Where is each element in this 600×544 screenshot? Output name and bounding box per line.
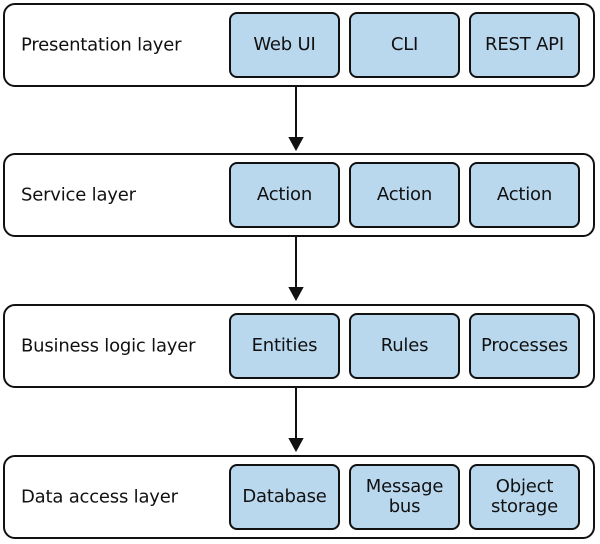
arrow-head (288, 287, 304, 302)
arrow-head (288, 438, 304, 453)
component-cli: CLI (349, 12, 460, 78)
component-entities: Entities (229, 313, 340, 379)
layer-label: Data access layer (21, 486, 178, 508)
component-web-ui: Web UI (229, 12, 340, 78)
layer-label: Service layer (21, 184, 136, 206)
component-action: Action (469, 162, 580, 228)
layer-label: Presentation layer (21, 34, 182, 56)
component-processes: Processes (469, 313, 580, 379)
component-action: Action (229, 162, 340, 228)
business-logic-layer: Business logic layer Entities Rules Proc… (3, 304, 595, 388)
service-layer: Service layer Action Action Action (3, 153, 595, 237)
component-action: Action (349, 162, 460, 228)
component-rest-api: REST API (469, 12, 580, 78)
presentation-layer: Presentation layer Web UI CLI REST API (3, 3, 595, 87)
component-database: Database (229, 464, 340, 530)
arrow-head (288, 137, 304, 152)
layer-label: Business logic layer (21, 335, 196, 357)
component-rules: Rules (349, 313, 460, 379)
